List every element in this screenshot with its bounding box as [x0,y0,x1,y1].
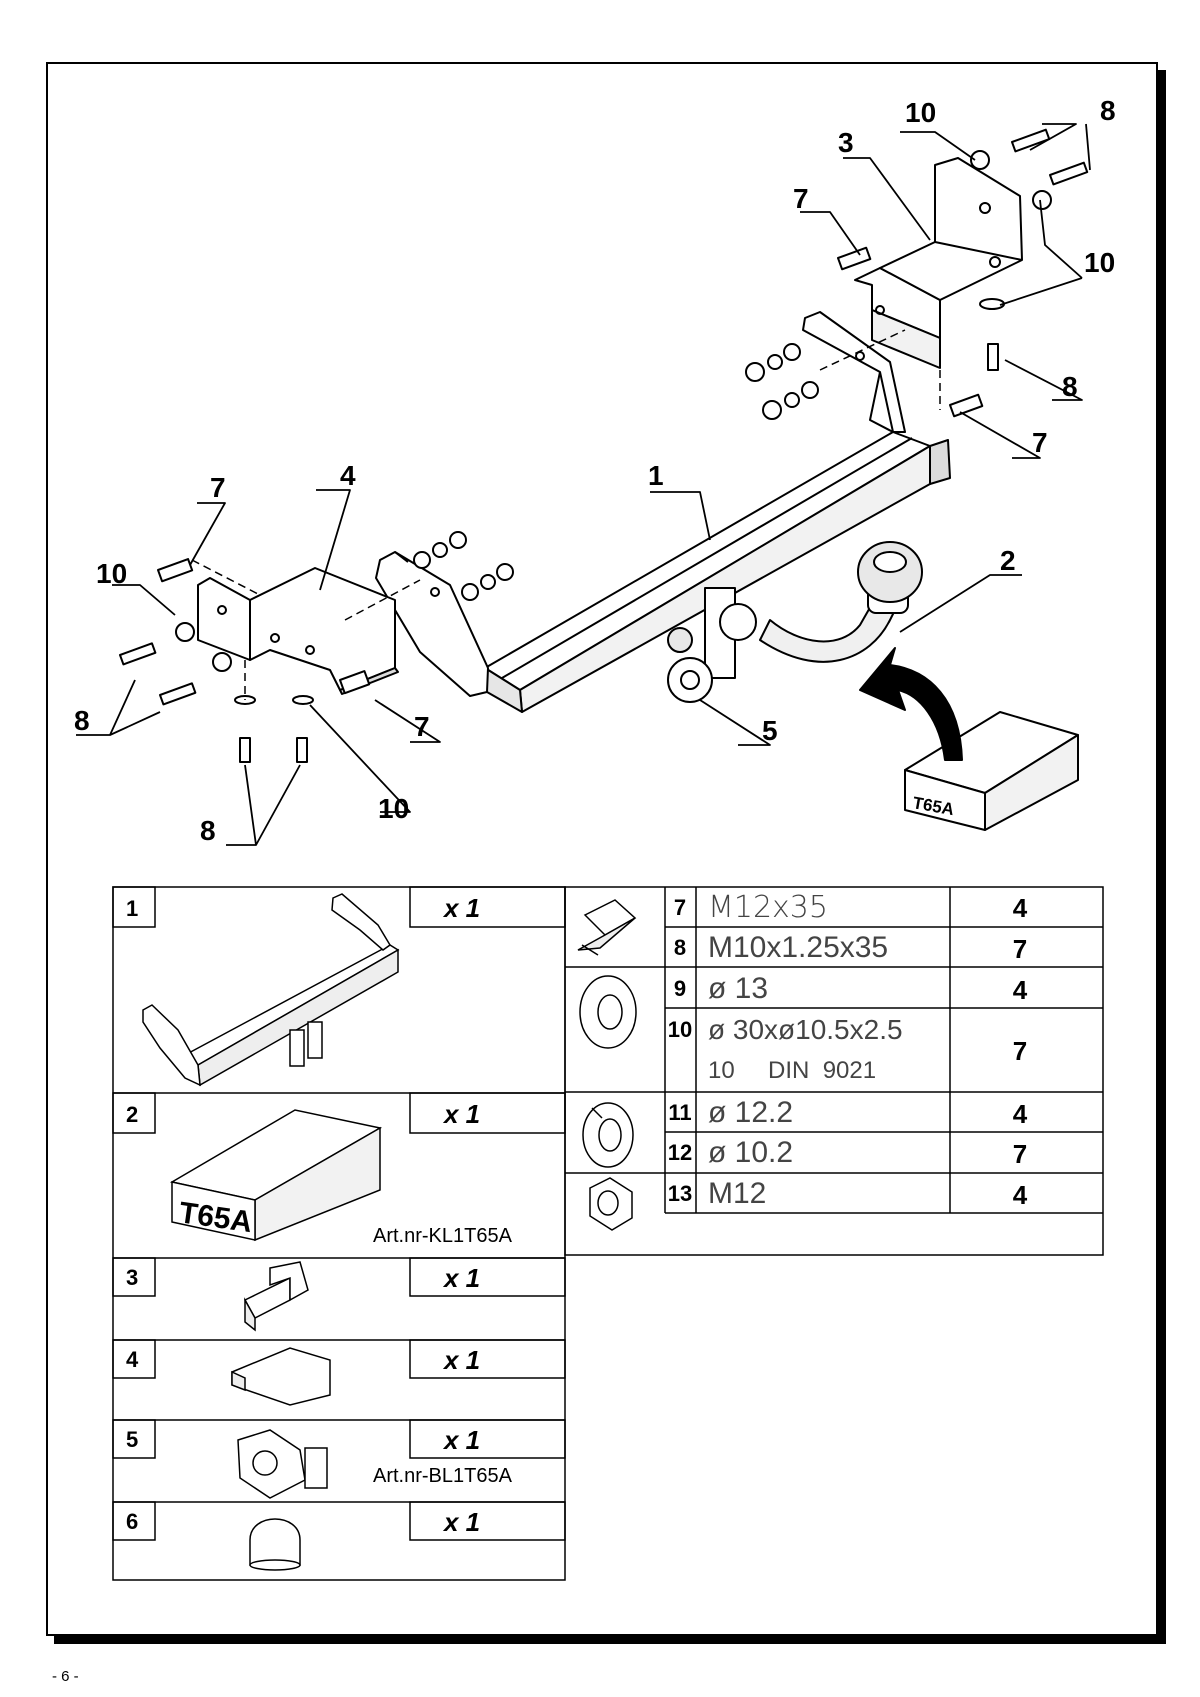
part-4-num: 4 [126,1347,139,1372]
part-2-num: 2 [126,1102,138,1127]
callout-10-left: 10 [96,558,127,589]
part-3-num: 3 [126,1265,138,1290]
thumb-crossbar [142,893,400,1087]
callout-10-right: 10 [1084,247,1115,278]
part-2-qty: x 1 [442,1099,480,1129]
part-5-article: Art.nr-BL1T65A [373,1465,513,1487]
thumb-socket-plate [237,1429,328,1499]
page-number: - 6 - [52,1668,79,1685]
direction-arrow [859,647,963,761]
part-13-num: 13 [668,1181,692,1206]
callout-7-top: 7 [793,183,809,214]
callout-8-top: 8 [1100,95,1116,126]
part-8-num: 8 [674,935,686,960]
part-8-qty: 7 [1013,934,1027,964]
part-8-spec: M10x1.25x35 [708,931,888,964]
towball-neck [759,541,923,663]
callout-7-right: 7 [1032,427,1048,458]
thumb-ball-cover [249,1518,301,1571]
part-4-qty: x 1 [442,1345,480,1375]
crossbar [375,311,951,713]
part-12-spec: ø 10.2 [708,1136,793,1169]
wiring-kit-box [904,711,1079,831]
part-5-qty: x 1 [442,1425,480,1455]
callout-3: 3 [838,127,854,158]
callout-8-left: 8 [74,705,90,736]
part-13-spec: M12 [708,1177,766,1210]
callout-7-left: 7 [210,472,226,503]
flat-washer-icon [579,975,637,1049]
thumb-bracket-4 [231,1347,331,1406]
parts-table-right-grid [564,886,1104,1256]
leader-lines [76,123,1091,846]
part-2-article: Art.nr-KL1T65A [373,1225,513,1247]
bolt-icon [577,899,637,956]
part-10-spec: ø 30xø10.5x2.5 [708,1014,903,1045]
hex-nut-icon [589,1177,633,1231]
callout-4: 4 [340,460,356,491]
part-11-spec: ø 12.2 [708,1096,793,1129]
part-9-spec: ø 13 [708,972,768,1005]
callout-10-bottom: 10 [378,793,409,824]
part-6-qty: x 1 [442,1507,480,1537]
spring-washer-icon [582,1102,634,1168]
thumb-box [169,1109,383,1242]
part-11-qty: 4 [1013,1099,1028,1129]
part-9-num: 9 [674,976,686,1001]
bracket-3 [854,157,1023,369]
callout-5: 5 [762,715,778,746]
part-3-qty: x 1 [442,1263,480,1293]
part-10-spec2: 10 DIN 9021 [708,1057,876,1084]
callout-1: 1 [648,460,664,491]
part-11-num: 11 [668,1100,691,1125]
part-5-num: 5 [126,1427,138,1452]
thumb-bracket-3 [243,1261,309,1332]
part-13-qty: 4 [1013,1180,1028,1210]
callout-2: 2 [1000,545,1016,576]
part-7-qty: 4 [1013,893,1028,923]
part-9-qty: 4 [1013,975,1028,1005]
part-7-num: 7 [674,895,686,920]
part-12-qty: 7 [1013,1139,1027,1169]
bracket-4 [197,567,399,695]
parts-thumbnails [142,893,400,1571]
hardware-icons [577,899,637,1231]
assembly-lines [191,329,941,700]
fasteners [119,128,1089,763]
part-12-num: 12 [668,1140,692,1165]
callout-10-top: 10 [905,97,936,128]
callout-7-bottom: 7 [414,711,430,742]
part-7-spec: M12x35 [708,890,828,925]
part-10-num: 10 [668,1017,692,1042]
part-1-num: 1 [126,896,138,921]
callout-8-right: 8 [1062,371,1078,402]
part-1-qty: x 1 [442,893,480,923]
part-10-qty: 7 [1013,1036,1027,1066]
callout-8-bottom: 8 [200,815,216,846]
part-6-num: 6 [126,1509,138,1534]
socket-plate [667,587,757,703]
